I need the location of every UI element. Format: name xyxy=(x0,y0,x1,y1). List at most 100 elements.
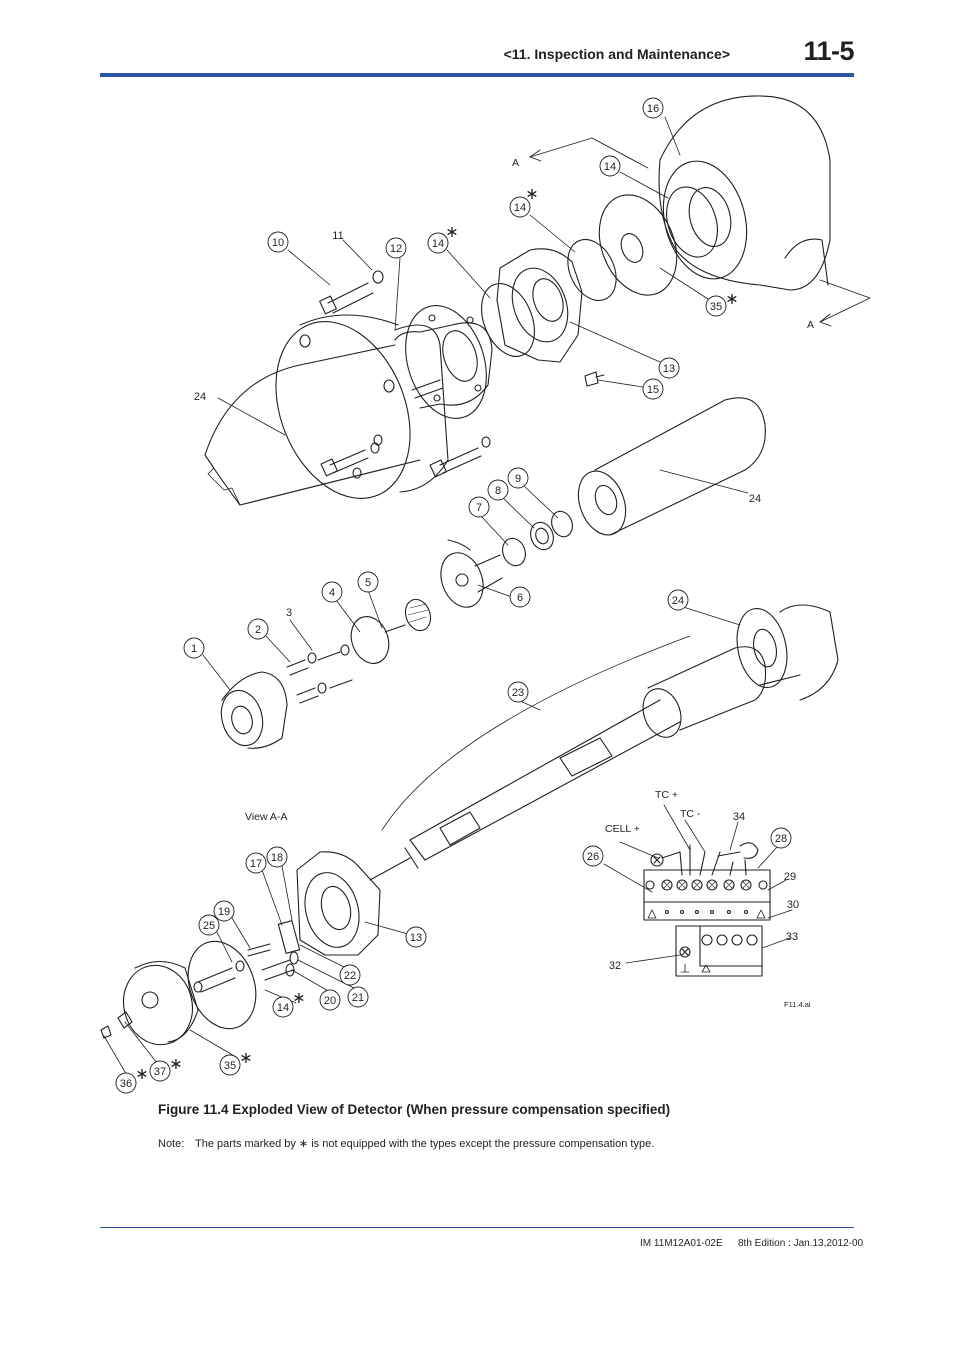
screw-36 xyxy=(100,1025,112,1039)
washer-37 xyxy=(117,1011,133,1029)
flange-24-lower xyxy=(736,604,839,701)
pins-19-20 xyxy=(247,943,299,981)
section-label-a-bottom: A xyxy=(807,319,814,331)
callout-9: 9 xyxy=(515,473,521,485)
callout-5: 5 xyxy=(365,577,371,589)
callout-1: 1 xyxy=(191,643,197,655)
asterisk-14-c: ∗ xyxy=(445,224,458,241)
drawing-labels: A A View A-A TC + TC - CELL + F11.4.ai xyxy=(245,157,814,1009)
probe-pipe-24-right xyxy=(577,397,766,536)
tc-minus-label: TC - xyxy=(680,808,701,820)
section-title: <11. Inspection and Maintenance> xyxy=(503,46,730,62)
bolts-2-3 xyxy=(286,644,353,704)
callout-22: 22 xyxy=(344,970,356,982)
callout-12: 12 xyxy=(390,243,402,255)
section-arrows xyxy=(529,137,871,327)
cover-35-lower xyxy=(123,960,199,1046)
o-ring-14-left xyxy=(481,283,535,357)
filter-mesh xyxy=(404,598,432,632)
terminal-wires xyxy=(650,842,759,876)
callout-17: 17 xyxy=(250,858,262,870)
callout-37: 37 xyxy=(154,1066,166,1078)
terminal-cover-16 xyxy=(658,95,831,291)
callout-21: 21 xyxy=(352,992,364,1004)
screw-15 xyxy=(584,371,605,387)
adapter-body xyxy=(394,305,493,419)
leader-lines xyxy=(103,116,793,1078)
ring-9 xyxy=(551,510,573,538)
footer-edition: 8th Edition : Jan.13,2012-00 xyxy=(738,1238,864,1249)
cell-plus-label: CELL + xyxy=(605,823,640,835)
asterisk-37: ∗ xyxy=(169,1056,182,1073)
terminal-block-lower xyxy=(675,925,763,977)
footer-rule xyxy=(100,1227,854,1228)
asterisk-marks: ∗ ∗ ∗ ∗ ∗ ∗ ∗ xyxy=(135,186,738,1083)
callout-14-b: 14 xyxy=(514,202,526,214)
callout-34: 34 xyxy=(733,811,745,823)
tc-plus-label: TC + xyxy=(655,789,678,801)
footer-doc-id: IM 11M12A01-02E xyxy=(640,1238,723,1249)
callout-circles xyxy=(115,97,792,1094)
callout-8: 8 xyxy=(495,485,501,497)
callout-3: 3 xyxy=(286,607,292,619)
callout-16: 16 xyxy=(647,103,659,115)
page-number: 11-5 xyxy=(803,36,854,66)
asterisk-35-a: ∗ xyxy=(725,291,738,308)
callout-35-a: 35 xyxy=(710,301,722,313)
callout-13-b: 13 xyxy=(410,932,422,944)
asterisk-14-d: ∗ xyxy=(292,990,305,1007)
callout-numbers: 16 14 14 14 12 10 11 35 13 15 24 24 9 8 … xyxy=(120,103,799,1090)
o-ring-14-right xyxy=(666,186,718,258)
o-ring-14-middle xyxy=(567,238,617,302)
callout-20: 20 xyxy=(324,995,336,1007)
callout-23: 23 xyxy=(512,687,524,699)
probe-body-23 xyxy=(369,646,767,881)
figure-file-tag: F11.4.ai xyxy=(784,1000,811,1009)
o-ring-14-lower xyxy=(187,940,257,1030)
callout-33: 33 xyxy=(786,931,798,943)
callout-24-c: 24 xyxy=(672,595,684,607)
note-label: Note: xyxy=(158,1138,185,1150)
asterisk-36: ∗ xyxy=(135,1066,148,1083)
o-ring-7 xyxy=(502,537,526,567)
ring-8 xyxy=(530,521,554,551)
callout-24-b: 24 xyxy=(749,493,761,505)
callout-14-a: 14 xyxy=(604,161,616,173)
leader-23-curve xyxy=(381,635,691,831)
cover-35-upper xyxy=(598,194,678,296)
figure-note: Note:The parts marked by ∗ is not equipp… xyxy=(158,1137,654,1150)
asterisk-35-b: ∗ xyxy=(239,1050,252,1067)
callout-18: 18 xyxy=(271,852,283,864)
figure-caption: Figure 11.4 Exploded View of Detector (W… xyxy=(158,1102,671,1117)
callout-4: 4 xyxy=(329,587,335,599)
callout-13-a: 13 xyxy=(663,363,675,375)
callout-6: 6 xyxy=(517,592,523,604)
sensor-plate-5 xyxy=(350,616,406,664)
filter-holder-6 xyxy=(440,539,503,608)
callout-29: 29 xyxy=(784,871,796,883)
terminal-block-upper xyxy=(643,869,771,921)
stem-25 xyxy=(193,960,245,993)
callout-11: 11 xyxy=(332,230,343,242)
filter-cap-1 xyxy=(220,671,288,749)
callout-10: 10 xyxy=(272,237,284,249)
callout-2: 2 xyxy=(255,624,261,636)
housing-13-upper xyxy=(496,248,583,363)
view-a-a-label: View A-A xyxy=(245,811,287,823)
housing-13-lower xyxy=(296,851,381,956)
bolts-flange xyxy=(319,270,491,478)
callout-14-d: 14 xyxy=(277,1002,289,1014)
callout-26: 26 xyxy=(587,851,599,863)
callout-15: 15 xyxy=(647,384,659,396)
callout-24-a: 24 xyxy=(194,391,206,403)
callout-35-b: 35 xyxy=(224,1060,236,1072)
callout-36: 36 xyxy=(120,1078,132,1090)
flange-mounting xyxy=(275,314,449,499)
callout-30: 30 xyxy=(787,899,799,911)
callout-7: 7 xyxy=(476,502,482,514)
terminal-screws-upper xyxy=(645,879,768,919)
callout-32: 32 xyxy=(609,960,621,972)
callout-28: 28 xyxy=(775,833,787,845)
callout-14-c: 14 xyxy=(432,238,444,250)
